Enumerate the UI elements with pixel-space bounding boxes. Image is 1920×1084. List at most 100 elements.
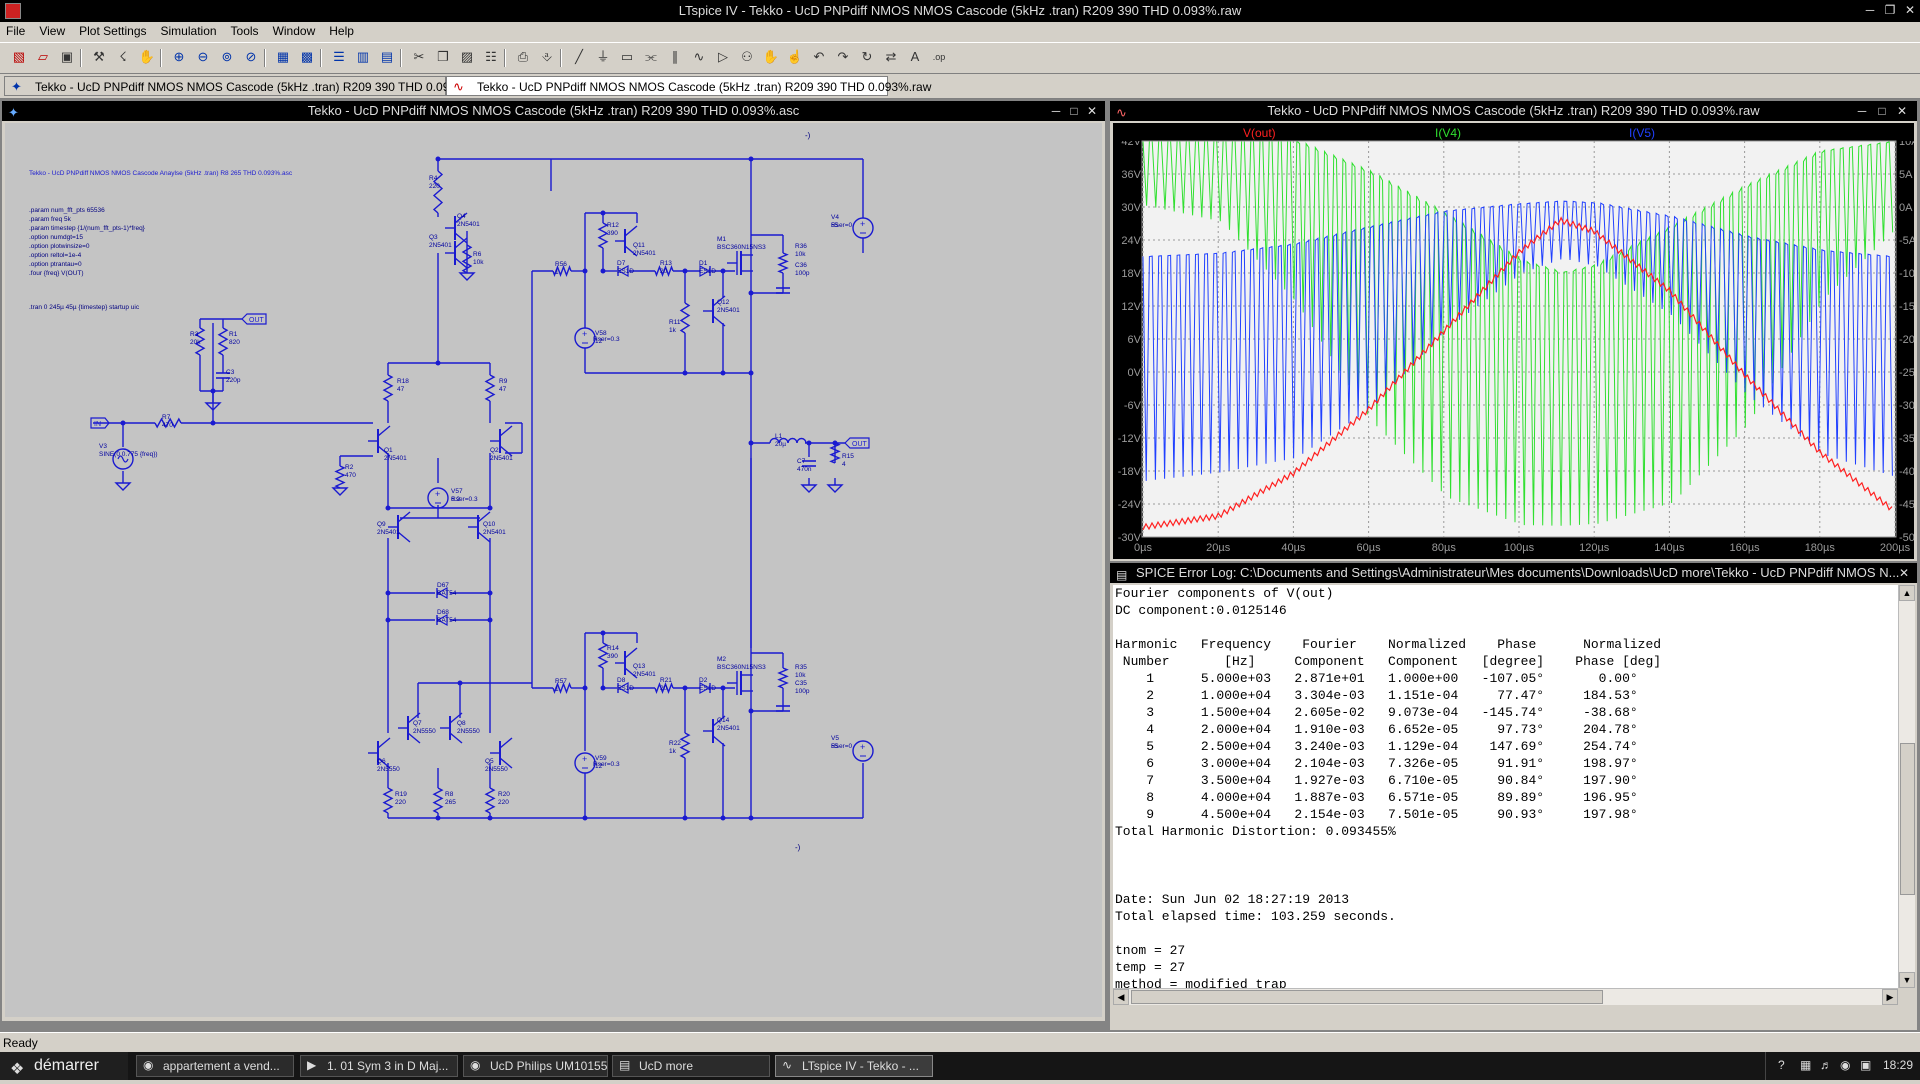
transistor-q4[interactable] [445, 212, 468, 244]
resistor-r1[interactable] [217, 327, 229, 356]
voltage-source-v59[interactable]: + [574, 752, 596, 774]
wire-icon[interactable]: ╱ [575, 49, 583, 64]
resistor-r12[interactable] [597, 222, 609, 249]
resistor-r36[interactable] [777, 252, 789, 274]
resistor-r7[interactable] [154, 417, 182, 429]
resistor-r19[interactable] [382, 787, 394, 814]
resistor-r57[interactable] [552, 682, 572, 694]
print-preview-icon[interactable]: ⎙ [517, 49, 529, 64]
transistor-q13[interactable] [615, 647, 638, 679]
transistor-q2[interactable] [490, 425, 513, 457]
resistor-r56[interactable] [552, 265, 572, 277]
resistor-r22[interactable] [679, 732, 691, 759]
menu-simulation[interactable]: Simulation [160, 24, 217, 38]
mosfet-m2[interactable] [727, 671, 753, 695]
drag-icon[interactable]: ☝ [786, 49, 804, 64]
halt-icon[interactable]: ✋ [138, 49, 156, 64]
undo-icon[interactable]: ↶ [813, 49, 825, 64]
menu-tools[interactable]: Tools [230, 24, 259, 38]
diode-d2[interactable] [699, 681, 711, 695]
resistor-r13[interactable] [654, 265, 674, 277]
volume-icon[interactable]: ♬ [1820, 1058, 1832, 1072]
spice-log-text[interactable]: Fourier components of V(out)DC component… [1113, 585, 1898, 988]
print-icon[interactable]: ⎀ [541, 49, 553, 64]
transistor-q1[interactable] [368, 425, 391, 457]
menu-help[interactable]: Help [329, 24, 354, 38]
transistor-q6[interactable] [368, 737, 391, 769]
open-icon[interactable]: ▱ [38, 49, 48, 64]
resistor-r4[interactable] [432, 170, 444, 214]
restore-icon[interactable]: ❐ [1884, 3, 1896, 17]
paste-icon[interactable]: ▨ [460, 49, 474, 64]
menu-plot-settings[interactable]: Plot Settings [79, 24, 147, 38]
transistor-q9[interactable] [388, 511, 411, 543]
rotate-icon[interactable]: ↻ [861, 49, 873, 64]
ground-icon[interactable]: ⏚ [596, 49, 610, 64]
capacitor-icon[interactable]: ∥ [671, 49, 679, 64]
ltspice-app-icon[interactable] [5, 3, 21, 19]
cascade-icon[interactable]: ▤ [380, 49, 394, 64]
taskbar-item-2[interactable]: ▶1. 01 Sym 3 in D Maj... [300, 1055, 458, 1077]
mosfet-m1[interactable] [727, 251, 753, 275]
start-button[interactable]: ❖ démarrer [0, 1052, 128, 1080]
component-icon[interactable]: ⚇ [741, 49, 753, 64]
legend-iv5[interactable]: I(V5) [1629, 126, 1655, 140]
text-icon[interactable]: A [910, 49, 920, 64]
resistor-r9[interactable] [484, 374, 496, 402]
transistor-q5[interactable] [490, 737, 513, 769]
scroll-up-icon[interactable]: ▲ [1899, 585, 1915, 601]
close-icon[interactable]: ✕ [1904, 3, 1916, 17]
capacitor-c35[interactable] [776, 705, 790, 712]
copy-icon[interactable]: ❐ [437, 49, 449, 64]
diode-d8[interactable] [617, 681, 629, 695]
zoom-fit-icon[interactable]: ⊚ [221, 49, 233, 64]
diode-icon[interactable]: ▷ [718, 49, 728, 64]
zoom-out-icon[interactable]: ⊖ [197, 49, 209, 64]
scroll-left-icon[interactable]: ◀ [1113, 989, 1129, 1005]
display-icon[interactable]: ▣ [1860, 1058, 1872, 1072]
transistor-q8[interactable] [440, 712, 463, 744]
control-panel-icon[interactable]: ⚒ [93, 49, 105, 64]
cut-icon[interactable]: ✂ [413, 49, 425, 64]
tab-schematic[interactable]: ✦ Tekko - UcD PNPdiff NMOS NMOS Cascode … [4, 76, 489, 96]
diode-d67[interactable] [436, 586, 448, 600]
net-label-out-2[interactable]: OUT [844, 437, 870, 449]
zoom-cancel-icon[interactable]: ⊘ [245, 49, 257, 64]
legend-vout[interactable]: V(out) [1243, 126, 1276, 140]
minimize-icon[interactable]: ─ [1865, 3, 1875, 17]
minimize-icon[interactable]: ─ [1051, 104, 1061, 118]
scroll-right-icon[interactable]: ▶ [1882, 989, 1898, 1005]
voltage-source-v5[interactable]: + [852, 740, 874, 762]
label-icon[interactable]: ▭ [620, 49, 634, 64]
new-schematic-icon[interactable]: ▧ [12, 49, 26, 64]
net-label-in[interactable]: IN [90, 417, 110, 429]
tab-waveform[interactable]: ∿ Tekko - UcD PNPdiff NMOS NMOS Cascode … [446, 76, 931, 96]
maximize-icon[interactable]: □ [1878, 104, 1886, 118]
tile-vertical-icon[interactable]: ▥ [356, 49, 370, 64]
autorange-icon[interactable]: ▦ [276, 49, 290, 64]
series-vout-line[interactable] [1142, 216, 1893, 531]
maximize-icon[interactable]: □ [1070, 104, 1078, 118]
series-iv5-line[interactable] [1142, 200, 1893, 481]
capacitor-c36[interactable] [776, 287, 790, 294]
resistor-r15[interactable] [829, 442, 841, 464]
spice-directive-icon[interactable]: .op [932, 52, 946, 62]
voltage-source-v3[interactable] [112, 448, 134, 470]
transistor-q12[interactable] [703, 295, 726, 327]
resistor-r6[interactable] [461, 244, 473, 274]
taskbar-item-1[interactable]: ◉appartement a vend... [136, 1055, 294, 1077]
taskbar-item-4[interactable]: ▤UcD more [612, 1055, 770, 1077]
resistor-r8[interactable] [432, 787, 444, 814]
resistor-r35[interactable] [777, 667, 789, 689]
resistor-r11[interactable] [679, 302, 691, 334]
close-icon[interactable]: ✕ [1898, 566, 1910, 580]
network-icon[interactable]: ▦ [1800, 1058, 1812, 1072]
menu-file[interactable]: File [6, 24, 26, 38]
menu-window[interactable]: Window [272, 24, 316, 38]
diode-d7[interactable] [617, 264, 629, 278]
delete-trace-icon[interactable]: ▩ [300, 49, 314, 64]
net-label-out-1[interactable]: OUT [241, 313, 267, 325]
diode-d1[interactable] [699, 264, 711, 278]
save-icon[interactable]: ▣ [60, 49, 74, 64]
